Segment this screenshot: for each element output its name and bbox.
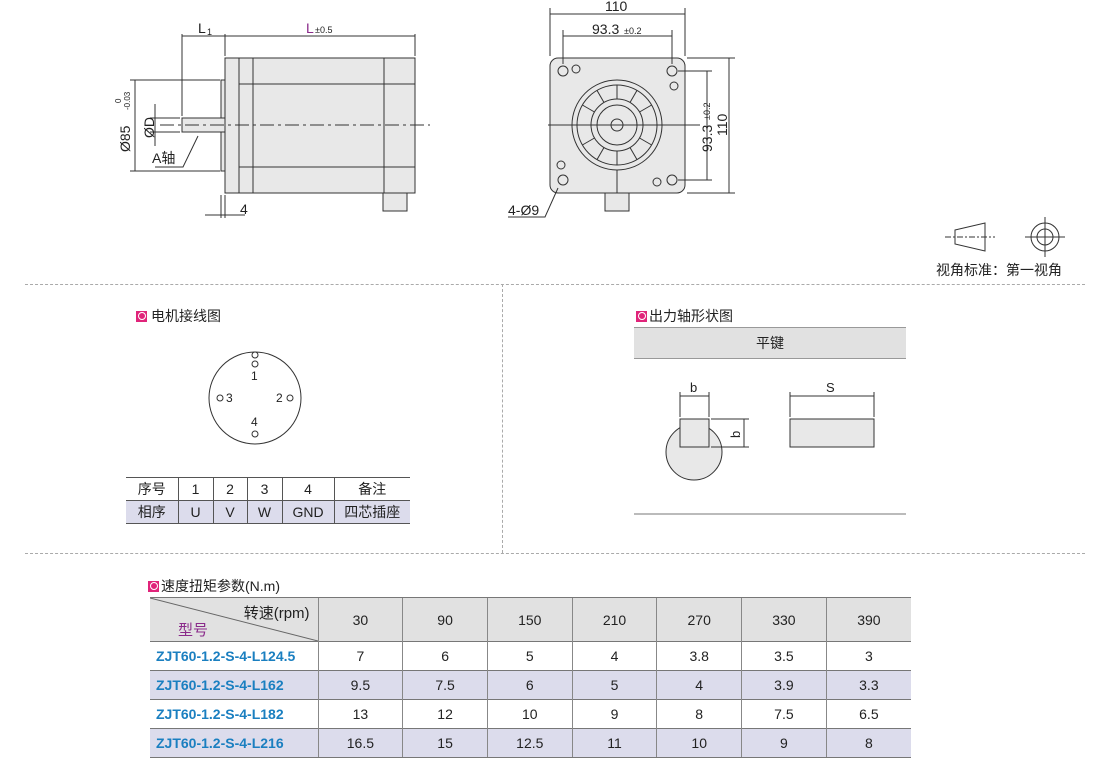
connector-pinout-diagram: 1 2 3 4: [208, 351, 302, 445]
pin-3-label: 3: [226, 391, 233, 405]
motor-side-view: L 1 L ±0.5 Ø85 0 -0.03 ØD A轴 4: [114, 20, 430, 218]
bullet-icon: [636, 310, 647, 322]
first-angle-projection-symbol: [945, 217, 1065, 257]
front-width-label: 110: [605, 0, 628, 14]
motor-front-view: 110 93.3 ±0.2 93.3 ±0.2 110 4-Ø9: [508, 0, 735, 218]
front-height-label: 110: [714, 113, 730, 136]
shaft-type-header: 平键: [634, 327, 906, 359]
torque-section-title: 速度扭矩参数(N.m): [148, 576, 280, 596]
svg-text:1: 1: [207, 27, 212, 37]
hole-pitch-label: 93.3: [592, 21, 619, 37]
shaft-label: A轴: [152, 150, 175, 166]
projection-standard-label: 视角标准：第一视角: [936, 262, 1062, 278]
vertical-pitch-label: 93.3: [699, 125, 715, 152]
svg-text:±0.2: ±0.2: [624, 26, 641, 36]
key-width-label: b: [690, 380, 697, 395]
l1-label: L: [198, 20, 206, 36]
shaft-diameter-label: ØD: [141, 117, 157, 138]
key-length-label: S: [826, 380, 835, 395]
svg-text:±0.2: ±0.2: [702, 103, 712, 120]
model-axis-label: 型号: [178, 622, 209, 639]
speed-axis-label: 转速(rpm): [243, 605, 310, 622]
fin-line: [629, 147, 638, 160]
fin-line: [596, 147, 605, 160]
bullet-icon: [136, 310, 147, 322]
svg-text:-0.03: -0.03: [123, 91, 132, 110]
fin-line: [582, 137, 595, 146]
divider: [502, 284, 503, 553]
diagonal-line: [150, 598, 318, 641]
corner-header-cell: 转速(rpm) 型号: [150, 597, 319, 642]
divider: [25, 553, 1085, 554]
l-label: L: [306, 20, 314, 36]
fin-line: [582, 104, 595, 113]
flat-key-shaft-diagram: b b S: [634, 380, 906, 515]
fin-line: [596, 90, 605, 103]
pin-4-label: 4: [251, 415, 258, 429]
fin-line: [639, 137, 652, 146]
wiring-section-title: 电机接线图: [136, 306, 221, 326]
svg-text:±0.5: ±0.5: [315, 25, 332, 35]
mounting-holes-label: 4-Ø9: [508, 202, 539, 218]
diameter-label: Ø85: [117, 125, 133, 152]
fin-line: [629, 90, 638, 103]
pin-2-label: 2: [276, 391, 283, 405]
divider: [25, 284, 1085, 285]
bullet-icon: [148, 580, 159, 592]
pin-1-label: 1: [251, 369, 258, 383]
flange-thickness-label: 4: [240, 201, 248, 217]
svg-text:0: 0: [114, 98, 123, 103]
shaft-section-title: 出力轴形状图: [636, 306, 733, 326]
fin-line: [639, 104, 652, 113]
key-height-label: b: [728, 431, 743, 438]
